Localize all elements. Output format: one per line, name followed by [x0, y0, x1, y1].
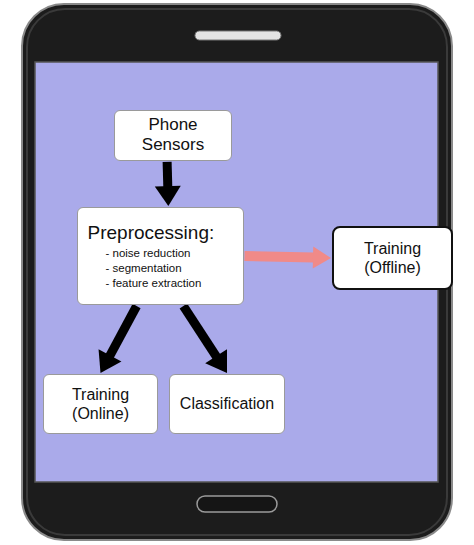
home-button	[197, 496, 277, 512]
arrow-shaft	[245, 256, 315, 258]
arrow-head	[313, 247, 331, 269]
offline-training-box: Training (Offline)	[332, 226, 453, 290]
box-label: Preprocessing:	[88, 221, 215, 245]
flow-arrow	[155, 162, 181, 206]
phone-bezel	[27, 9, 447, 535]
process-box: Preprocessing:- noise reduction- segment…	[77, 207, 244, 305]
phone-body	[22, 4, 452, 540]
arrow-head	[155, 186, 181, 206]
flow-arrow	[245, 247, 332, 269]
box-label: Training (Offline)	[344, 239, 441, 277]
box-label: Training (Online)	[56, 385, 146, 423]
arrow-shaft	[183, 306, 216, 357]
flow-arrow	[99, 306, 137, 373]
classification-box: Classification	[169, 374, 285, 434]
arrow-head	[99, 349, 122, 373]
list-item: - segmentation	[106, 261, 182, 276]
sensor-box: Phone Sensors	[114, 110, 232, 161]
arrow-head	[205, 349, 227, 373]
list-item: - noise reduction	[106, 246, 191, 261]
flow-arrow	[183, 306, 227, 373]
box-label: Phone Sensors	[123, 115, 223, 156]
box-label: Classification	[180, 394, 274, 413]
list-item: - feature extraction	[106, 276, 202, 291]
arrow-shaft	[110, 306, 137, 356]
online-training-box: Training (Online)	[43, 374, 158, 434]
speaker-slot	[195, 31, 281, 40]
arrow-shaft	[163, 162, 173, 187]
